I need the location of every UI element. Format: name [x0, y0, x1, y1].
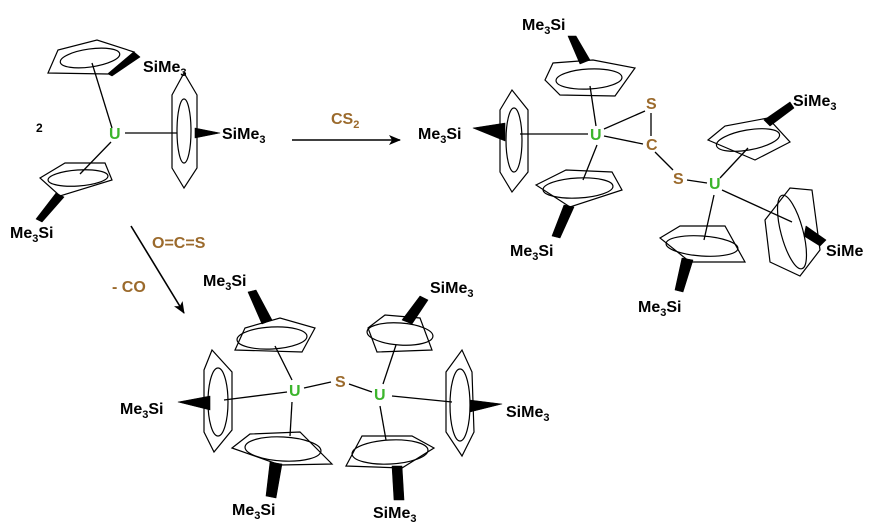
- cp-ring-icon: [764, 187, 827, 277]
- byproduct-co: - CO: [112, 279, 146, 296]
- silyl-label: SiMe3: [143, 59, 186, 79]
- cp-ring-icon: [35, 162, 113, 223]
- starting-material: 2 SiMe3 SiMe3 U Me3Si: [10, 39, 265, 245]
- sulfur-atom: S: [673, 171, 684, 188]
- cp-ring-icon: [534, 169, 623, 239]
- silyl-label: Me3Si: [418, 126, 461, 146]
- cp-ring-icon: [472, 88, 529, 194]
- silyl-label: SiMe3: [430, 280, 473, 300]
- silyl-label: Me3Si: [232, 502, 275, 522]
- reaction-arrow-cs2: CS2: [292, 111, 401, 145]
- cp-ring-icon: [230, 431, 334, 499]
- cp-ring-icon: [366, 295, 434, 353]
- uranium-atom: U: [289, 383, 301, 400]
- cp-ring-icon: [706, 101, 795, 161]
- cp-ring-icon: [345, 435, 436, 501]
- cp-ring-icon: [658, 225, 747, 293]
- cp-ring-icon: [171, 71, 221, 190]
- silyl-label: SiMe3: [222, 126, 265, 146]
- product-cs2-dimer: Me3Si Me3Si U S C S: [418, 17, 863, 319]
- reaction-arrow-cos: O=C=S - CO: [112, 225, 206, 314]
- cp-ring-icon: [177, 348, 233, 454]
- silyl-label: Me3Si: [10, 225, 53, 245]
- sulfur-atom: S: [335, 374, 346, 391]
- silyl-label: Me3Si: [510, 243, 553, 263]
- uranium-atom: U: [590, 127, 602, 144]
- silyl-label: Me3Si: [522, 17, 565, 37]
- reagent-cos: O=C=S: [152, 235, 206, 252]
- product-sulfide-dimer: U S U Me3Si Me3Si Me3Si SiMe3: [120, 273, 549, 524]
- stoichiometric-coefficient: 2: [36, 121, 43, 135]
- silyl-label: Me3Si: [120, 401, 163, 421]
- silyl-label-truncated: SiMe: [826, 243, 863, 260]
- cp-ring-icon: [47, 39, 141, 77]
- uranium-atom: U: [109, 126, 121, 143]
- carbon-atom: C: [646, 137, 658, 154]
- sulfur-atom: S: [646, 96, 657, 113]
- cp-ring-icon: [445, 348, 503, 458]
- uranium-atom: U: [709, 176, 721, 193]
- reagent-cs2: CS2: [331, 111, 359, 131]
- silyl-label: SiMe3: [506, 404, 549, 424]
- silyl-label: Me3Si: [638, 299, 681, 319]
- silyl-label: SiMe3: [793, 93, 836, 113]
- cp-ring-icon: [544, 35, 637, 97]
- silyl-label: Me3Si: [203, 273, 246, 293]
- uranium-atom: U: [374, 387, 386, 404]
- silyl-label: SiMe3: [373, 505, 416, 524]
- cp-ring-icon: [234, 289, 316, 353]
